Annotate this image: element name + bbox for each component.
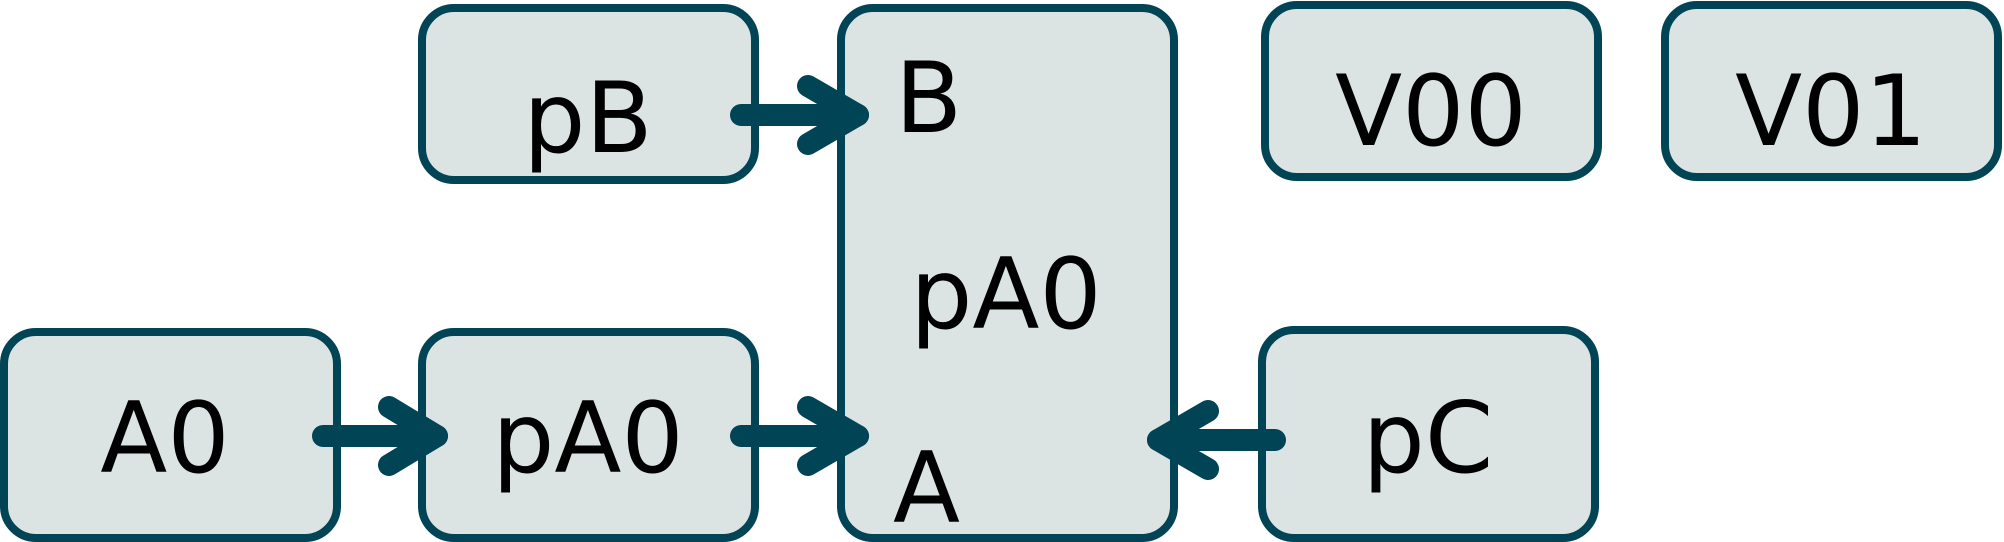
edge-A0-to-pA0 [312,396,448,476]
node-V00-label: V00 [1335,55,1527,169]
node-V00-box[interactable] [1261,1,1602,181]
node-B-label-pA0: pA0 [910,238,1102,352]
edge-pB-to-B [730,75,869,155]
node-pB-label: pB [523,62,652,176]
node-pB-box[interactable] [418,4,759,184]
node-A0-label: A0 [100,382,229,496]
node-pC-label: pC [1363,382,1494,496]
edge-pC-to-B [1147,400,1286,480]
node-V01-box[interactable] [1661,1,2002,181]
node-B-label-a: A [893,432,960,542]
node-pA0-label: pA0 [492,382,684,496]
node-B-box[interactable] [837,4,1178,542]
node-V01-label: V01 [1735,55,1927,169]
edge-pA0-to-A [730,396,869,476]
node-B-label-b: B [895,42,962,156]
